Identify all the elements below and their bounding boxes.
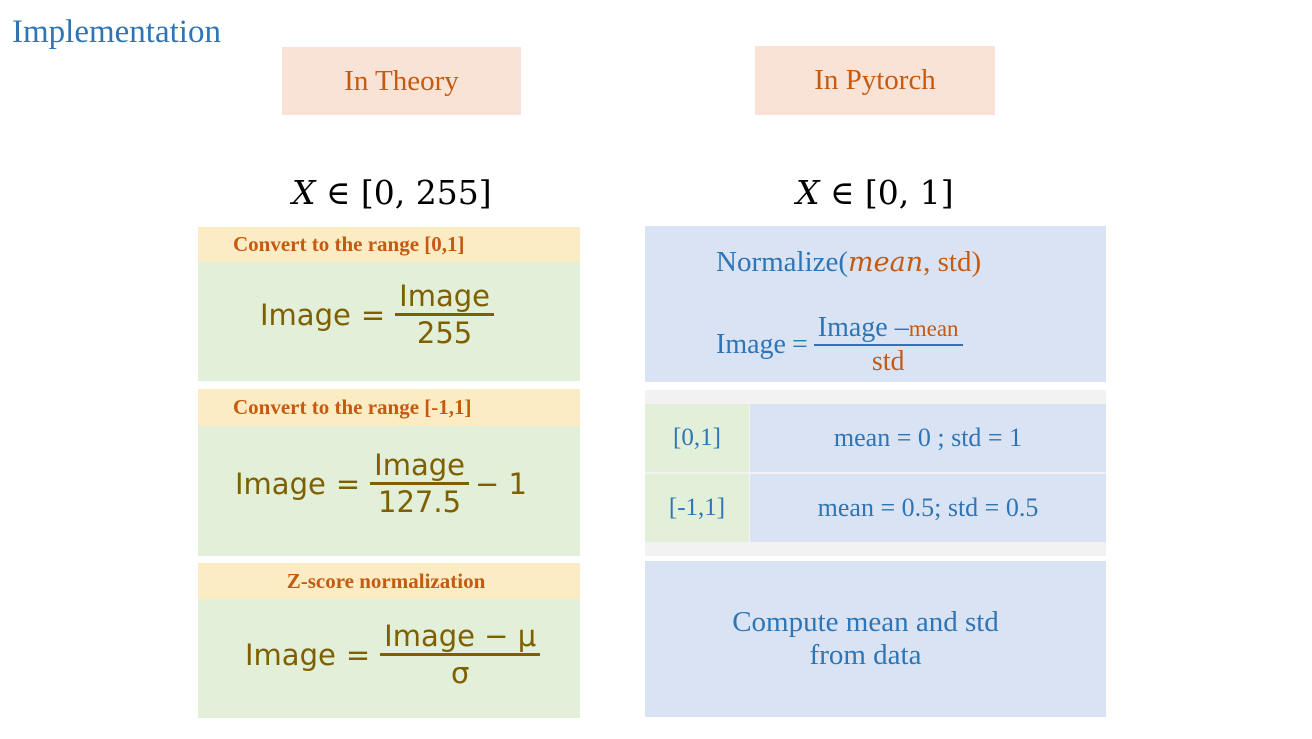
table-cell-text: mean = 0.5; std = 0.5 — [817, 493, 1039, 522]
compute-box: Compute mean and std from data — [645, 561, 1106, 717]
pytorch-range: X ∈ [0, 1] — [796, 173, 954, 212]
formula-equals: = — [345, 637, 371, 672]
formula-equals: = — [335, 466, 361, 501]
normalize-call: Normalize(mean, std) — [716, 246, 981, 279]
fraction-bar — [813, 344, 963, 346]
formula-lhs: Image — [716, 329, 786, 360]
theory-header-label: In Theory — [344, 64, 459, 97]
theory-header: In Theory — [282, 47, 521, 115]
pytorch-range-interval: ∈ [0, 1] — [830, 173, 954, 212]
formula-lhs: Image — [260, 297, 351, 332]
formula-numerator-image: Image — [817, 312, 888, 343]
formula-denominator: σ — [450, 656, 470, 690]
theory-range-var: X — [292, 173, 316, 212]
fraction-bar — [395, 313, 494, 316]
theory-block-2-label: Convert to the range [-1,1] — [198, 389, 580, 426]
page-title: Implementation — [12, 14, 221, 50]
formula-numerator: Image — [374, 448, 465, 482]
formula-tail: − 1 — [474, 466, 527, 501]
theory-block-3-formula: Image = Image − μ σ — [198, 599, 580, 718]
normalize-box: Normalize(mean, std) Image = Image –mean… — [645, 226, 1106, 382]
table-row-2-params: mean = 0.5; std = 0.5 — [750, 474, 1106, 542]
formula-denominator: 127.5 — [378, 485, 462, 519]
normalize-arg-std: , std) — [923, 246, 982, 278]
theory-block-2-formula: Image = Image 127.5 − 1 — [198, 426, 580, 556]
table-cell-text: [-1,1] — [668, 494, 726, 521]
formula-denominator: std — [871, 346, 905, 377]
formula-numerator: Image — [399, 279, 490, 313]
theory-range-interval: ∈ [0, 255] — [326, 173, 492, 212]
theory-block-3-label-text: Z-score normalization — [286, 568, 486, 593]
formula-equals: = — [791, 329, 808, 360]
formula-numerator-mean: mean — [908, 316, 959, 341]
table-cell-text: [0,1] — [673, 424, 721, 451]
normalize-formula: Image = Image –mean std — [716, 312, 963, 378]
formula-lhs: Image — [245, 637, 336, 672]
formula-denominator: 255 — [416, 316, 473, 350]
formula-lhs: Image — [235, 466, 326, 501]
formula-numerator: Image − μ — [384, 619, 537, 653]
fraction-bar — [380, 653, 541, 656]
theory-block-1-label-text: Convert to the range [0,1] — [233, 232, 465, 256]
theory-block-3-label: Z-score normalization — [198, 563, 580, 599]
compute-line-2: from data — [809, 639, 922, 671]
formula-equals: = — [360, 297, 386, 332]
table-cell-text: mean = 0 ; std = 1 — [833, 423, 1023, 452]
table-row-1-range: [0,1] — [645, 404, 749, 472]
theory-block-2-label-text: Convert to the range [-1,1] — [233, 395, 472, 419]
normalize-arg-mean: mean — [848, 247, 924, 278]
pytorch-header: In Pytorch — [755, 46, 995, 115]
compute-line-1: Compute mean and std — [732, 606, 999, 638]
pytorch-header-label: In Pytorch — [814, 64, 936, 96]
theory-block-1-formula: Image = Image 255 — [198, 262, 580, 381]
formula-minus: – — [887, 312, 909, 343]
normalize-fn: Normalize( — [716, 246, 849, 278]
table-row-2-range: [-1,1] — [645, 474, 749, 542]
theory-block-1-label: Convert to the range [0,1] — [198, 227, 580, 262]
pytorch-range-var: X — [796, 173, 820, 212]
theory-range: X ∈ [0, 255] — [292, 173, 492, 212]
table-row-1-params: mean = 0 ; std = 1 — [750, 404, 1106, 472]
fraction-bar — [370, 482, 469, 485]
